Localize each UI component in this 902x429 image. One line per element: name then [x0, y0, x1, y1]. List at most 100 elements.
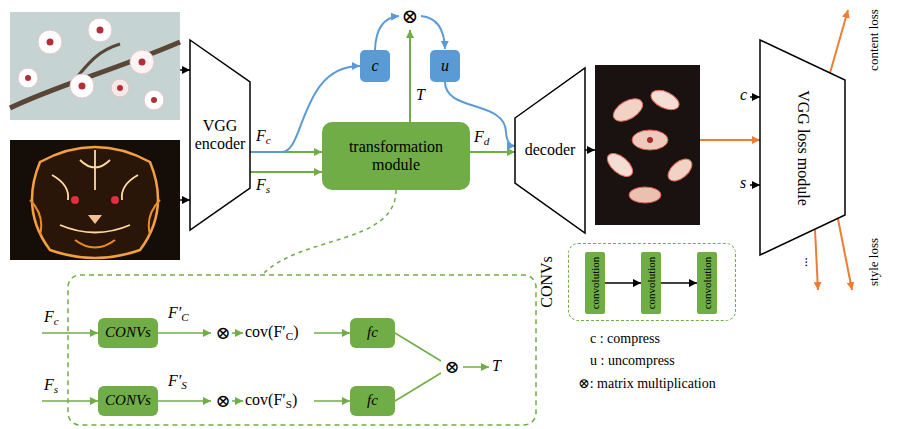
node-label: VGG encoder: [192, 117, 248, 154]
connector-arrow: [250, 171, 322, 173]
image-arrows-part: [180, 199, 190, 201]
content-image-part: [111, 79, 129, 97]
detail-arrows-part: [463, 366, 489, 368]
conv-layer: convolution: [641, 252, 661, 314]
image-arrows-part: [750, 184, 760, 186]
operator-symbol: ⊗: [215, 323, 230, 344]
output-image-part: [610, 94, 647, 126]
output-image: [595, 65, 700, 225]
loss-block: VGG loss module: [760, 40, 845, 255]
detail-frame-part: [262, 190, 396, 275]
conv-box: CONVs: [98, 386, 158, 416]
style-image-part: [30, 200, 160, 248]
fc-box: fc: [350, 318, 395, 348]
style-image-part: [52, 150, 138, 233]
uncompress-box: u: [430, 50, 460, 82]
loss-name: style loss: [867, 238, 882, 286]
operator-symbol: ⊗: [444, 357, 459, 378]
detail-frame-part: [68, 275, 536, 425]
image-arrows-part: [180, 69, 190, 71]
output-image-part: [648, 86, 682, 113]
detail-arrows-part: [42, 400, 98, 402]
operator-symbol: ⊗: [402, 5, 419, 28]
detail-arrows-part: [158, 332, 211, 334]
signal-name: F′S: [168, 372, 187, 390]
content-image-part: [144, 90, 164, 110]
image-arrows-part: [838, 219, 852, 290]
decoder-block: decoder: [515, 68, 585, 233]
key-note: c : compress: [590, 331, 660, 347]
style-image-part: [71, 196, 79, 204]
content-image-part: [25, 75, 31, 81]
trapezoid-shape: [190, 40, 250, 230]
process-box: transformation module: [322, 122, 470, 190]
style-image: [10, 140, 180, 260]
node-label: convolution: [589, 257, 602, 310]
image-arrows-part: [750, 96, 760, 98]
compress-box: c: [360, 50, 390, 82]
output-image-part: [603, 149, 636, 181]
node-label: decoder: [525, 141, 576, 159]
node-label: CONVs: [105, 324, 151, 341]
compress-path-part: [409, 30, 411, 122]
formula: cov(F′C): [245, 323, 299, 341]
encoder-block: VGG encoder: [190, 40, 250, 230]
input-name: s: [740, 174, 746, 192]
detail-arrows-part: [232, 400, 243, 402]
detail-arrows-part: [395, 333, 441, 361]
legend-group: CONVsconvolutionconvolutionconvolution: [568, 243, 736, 321]
node-label: fc: [367, 324, 378, 341]
style-image-part: [88, 215, 102, 224]
output-image-part: [629, 187, 661, 203]
signal-name: Fs: [44, 376, 58, 394]
detail-arrows-part: [314, 400, 350, 402]
signal-name: Fc: [44, 308, 59, 326]
image-arrows: [180, 10, 852, 290]
conv-layer: convolution: [585, 252, 605, 314]
signal-name: T: [416, 86, 425, 104]
content-image-part: [79, 83, 86, 90]
style-image-part: [10, 140, 180, 260]
signal-name: F′C: [168, 304, 189, 322]
image-arrows-part: [830, 10, 848, 73]
detail-arrows-part: [42, 332, 98, 334]
detail-arrows-part: [232, 332, 243, 334]
node-label: c: [371, 57, 378, 75]
key-note: u : uncompress: [590, 353, 675, 369]
loss-name: content loss: [867, 9, 882, 71]
signal-name: Fd: [474, 128, 489, 146]
input-name: c: [740, 86, 747, 104]
output-image-part: [632, 130, 668, 150]
node-label: convolution: [645, 257, 658, 310]
node-label: u: [441, 57, 449, 75]
node-label: convolution: [701, 257, 714, 310]
node-label: transformation module: [331, 138, 461, 175]
formula: cov(F′S): [245, 391, 297, 409]
content-image-part: [70, 74, 94, 98]
connector-arrow: [470, 151, 515, 153]
style-image-part: [32, 147, 158, 258]
image-arrows-part: [700, 139, 760, 141]
content-image-part: [130, 50, 154, 74]
content-image-part: [139, 59, 146, 66]
fc-box: fc: [350, 386, 395, 416]
content-image-part: [97, 27, 104, 34]
connector-arrow: [605, 282, 641, 284]
output-image-part: [664, 155, 696, 185]
content-image-part: [88, 18, 112, 42]
detail-arrows-part: [395, 373, 441, 401]
style-image-part: [111, 196, 119, 204]
content-image-part: [117, 85, 123, 91]
content-image-part: [38, 30, 62, 54]
detail-arrows-part: [314, 332, 350, 334]
content-image-part: [18, 68, 38, 88]
image-arrows-part: [585, 149, 595, 151]
conv-layer: convolution: [697, 252, 717, 314]
content-image-part: [47, 39, 54, 46]
content-image-part: [10, 12, 180, 120]
compress-path-part: [375, 16, 399, 50]
signal-name: Fs: [256, 176, 270, 194]
signal-name: T: [492, 357, 501, 375]
image-arrows-part: [815, 230, 818, 290]
